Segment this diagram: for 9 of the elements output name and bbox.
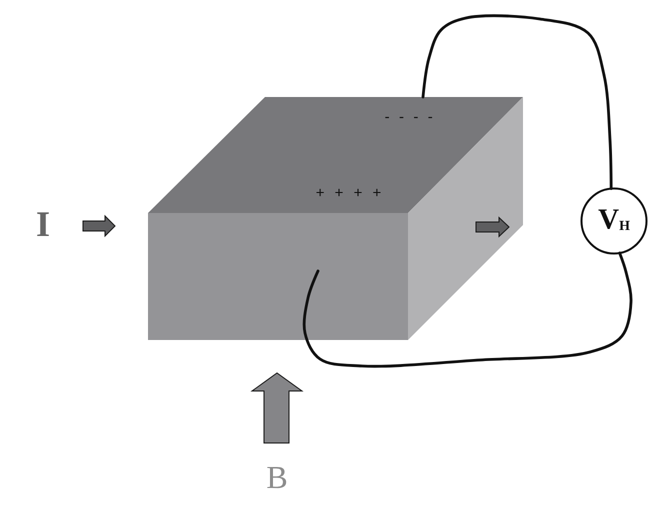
voltmeter-circle bbox=[580, 187, 648, 255]
conductor-slab bbox=[148, 97, 523, 340]
magnetic-field-label: B bbox=[266, 461, 288, 493]
wire bbox=[422, 14, 613, 190]
current-label: I bbox=[36, 206, 50, 242]
charge-marks: - - - - bbox=[384, 110, 436, 124]
charge-marks: + + + + bbox=[316, 186, 384, 200]
wire bbox=[302, 252, 632, 368]
voltmeter-label: V$_{H}$ bbox=[598, 206, 630, 234]
